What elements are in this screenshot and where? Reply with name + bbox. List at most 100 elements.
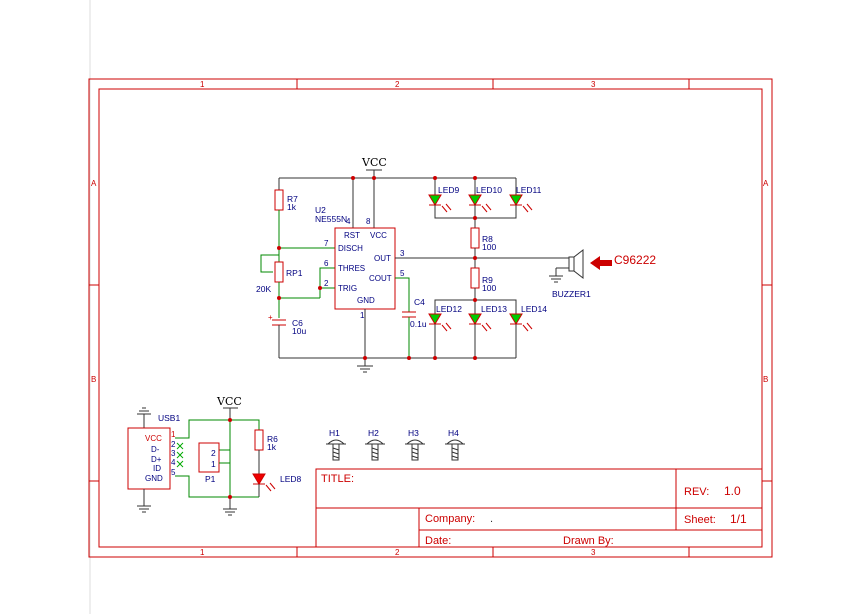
p1-pin-label: 2 — [211, 448, 216, 458]
ground-symbol — [223, 508, 237, 516]
callout-arrow-icon — [590, 256, 612, 270]
r6-ref: R6 — [267, 434, 278, 444]
sheet-inner-border — [98, 88, 763, 548]
company-value: . — [490, 513, 493, 525]
u2-pin-number: 1 — [360, 311, 365, 320]
led14-diode — [509, 313, 523, 325]
r8-ref: R8 — [482, 234, 493, 244]
zone-label-col: 2 — [395, 80, 400, 89]
led12-ref: LED12 — [436, 304, 462, 314]
zone-label-row: A — [763, 179, 769, 188]
buzzer-body — [568, 256, 575, 272]
r6-resistor — [254, 429, 264, 451]
usb-ground-symbol-bottom — [137, 505, 151, 513]
ground-symbol — [357, 365, 373, 373]
r7-ref: R7 — [287, 194, 298, 204]
usb1-pin-dminus: D- — [151, 445, 160, 454]
c4-value: 0.1u — [410, 319, 427, 329]
u2-pin-rst: RST — [344, 231, 360, 240]
buzzer-ground-symbol — [549, 275, 563, 283]
led11-diode — [509, 194, 523, 206]
led8-diode — [252, 473, 266, 485]
drawn-by-label: Drawn By: — [563, 535, 614, 547]
buzzer-cone — [573, 248, 584, 280]
u2-pin-number: 5 — [400, 269, 405, 278]
u2-pin-thres: THRES — [338, 264, 365, 273]
company-label: Company: — [425, 513, 475, 525]
p1-header — [198, 442, 220, 473]
r9-ref: R9 — [482, 275, 493, 285]
led13-diode — [468, 313, 482, 325]
led10-ref: LED10 — [476, 185, 502, 195]
led9-ref: LED9 — [438, 185, 460, 195]
usb1-pin-id: ID — [153, 464, 161, 473]
u2-pin-out: OUT — [374, 254, 391, 263]
zone-label-col: 3 — [591, 80, 596, 89]
r6-value: 1k — [267, 442, 277, 452]
u2-pin-number: 7 — [324, 239, 329, 248]
zone-label-row: A — [91, 179, 97, 188]
c6-ref: C6 — [292, 318, 303, 328]
u2-pin-number: 2 — [324, 279, 329, 288]
r8-resistor — [470, 227, 480, 249]
rp1-potentiometer — [274, 261, 284, 283]
zone-label-row: B — [91, 375, 96, 384]
u2-pin-disch: DISCH — [338, 244, 363, 253]
zone-label-col: 3 — [591, 548, 596, 557]
mounting-hole-h4 — [445, 439, 465, 461]
sheet-label: Sheet: — [684, 514, 716, 526]
mounting-hole-h3 — [405, 439, 425, 461]
date-label: Date: — [425, 535, 451, 547]
p1-pin-label: 1 — [211, 459, 216, 469]
led13-ref: LED13 — [481, 304, 507, 314]
wire-cout — [395, 277, 410, 312]
led-light-arrows — [265, 482, 276, 492]
mounting-hole-h1 — [326, 439, 346, 461]
usb1-pin-gnd: GND — [145, 474, 163, 483]
c6-value: 10u — [292, 326, 306, 336]
led9-diode — [428, 194, 442, 206]
title-block — [315, 468, 763, 548]
usb-ground-symbol-top — [137, 407, 151, 428]
led-light-arrows — [441, 203, 533, 213]
usb-vcc-net-label: VCC — [216, 395, 242, 408]
usb1-pin-dplus: D+ — [151, 455, 162, 464]
h4-ref: H4 — [448, 428, 459, 438]
usb1-pin-number: 1 — [171, 430, 176, 439]
c6-plus: + — [268, 313, 273, 322]
junction-dots — [228, 418, 232, 499]
mounting-hole-h2 — [365, 439, 385, 461]
sheet-value: 1/1 — [730, 512, 747, 526]
h3-ref: H3 — [408, 428, 419, 438]
usb1-ref: USB1 — [158, 413, 180, 423]
u2-pin-cout: COUT — [369, 274, 392, 283]
usb1-pin-number: 5 — [171, 468, 176, 477]
u2-pin-number: 4 — [346, 217, 351, 226]
u2-pin-number: 8 — [366, 217, 371, 226]
rev-label: REV: — [684, 486, 709, 498]
u2-ref: U2 — [315, 205, 326, 215]
zone-label-col: 1 — [200, 548, 205, 557]
r9-resistor — [470, 267, 480, 289]
c4-ref: C4 — [414, 297, 425, 307]
sheet-outer-border — [88, 78, 773, 558]
no-connect-marks — [176, 442, 184, 468]
wire — [260, 254, 279, 273]
r7-resistor — [274, 189, 284, 211]
u2-pin-number: 6 — [324, 259, 329, 268]
rp1-value: 20K — [256, 284, 271, 294]
wire-vcc — [175, 419, 260, 439]
usb1-connector-body — [127, 427, 171, 490]
junction-dots — [277, 176, 477, 360]
h2-ref: H2 — [368, 428, 379, 438]
zone-label-col: 2 — [395, 548, 400, 557]
usb1-pin-number: 3 — [171, 449, 176, 458]
u2-pin-trig: TRIG — [338, 284, 357, 293]
r7-value: 1k — [287, 202, 297, 212]
rev-value: 1.0 — [724, 484, 741, 498]
u2-part: NE555N — [315, 214, 347, 224]
zone-ticks — [89, 79, 772, 557]
buzzer-ref: BUZZER1 — [552, 289, 591, 299]
zone-label-row: B — [763, 375, 768, 384]
